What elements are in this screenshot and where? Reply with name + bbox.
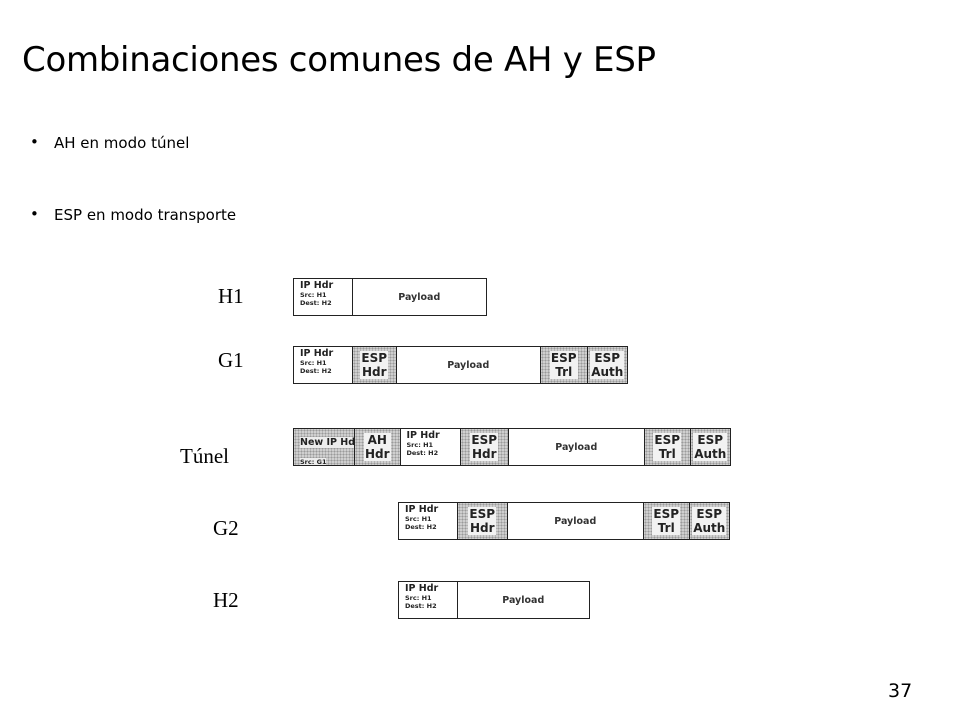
header-name: IP Hdr bbox=[300, 348, 334, 359]
row-label: H2 bbox=[213, 588, 239, 612]
header-address: Dest: H2 bbox=[405, 602, 437, 610]
row-label: G1 bbox=[218, 348, 244, 372]
payload-field: Payload bbox=[456, 581, 590, 619]
payload-field: Payload bbox=[395, 346, 541, 384]
slide-title: Combinaciones comunes de AH y ESP bbox=[22, 40, 656, 80]
header-name: New IP Hdr bbox=[300, 437, 354, 448]
page-number: 37 bbox=[888, 680, 913, 702]
header-name: IP Hdr bbox=[300, 280, 334, 291]
header-address: Src: H1 bbox=[300, 359, 327, 367]
header-address: Src: G1 bbox=[300, 458, 327, 466]
bullet-text: ESP en modo transporte bbox=[54, 206, 237, 224]
row-label: H1 bbox=[218, 284, 244, 308]
payload-field: Payload bbox=[351, 278, 487, 316]
header-address: Dest: H2 bbox=[405, 523, 437, 531]
header-address: Dest: H2 bbox=[406, 449, 439, 457]
payload-field: Payload bbox=[507, 428, 645, 466]
header-address: Src: H1 bbox=[300, 291, 327, 299]
bullet-text: AH en modo túnel bbox=[54, 134, 190, 152]
bullet-dot-icon: • bbox=[30, 205, 39, 223]
header-name: IP Hdr bbox=[405, 583, 439, 594]
payload-field: Payload bbox=[506, 502, 644, 540]
header-address: Src: H1 bbox=[405, 594, 432, 602]
header-address: Dest: H2 bbox=[300, 367, 332, 375]
header-address: Src: H1 bbox=[406, 441, 434, 449]
header-name: IP Hdr bbox=[406, 430, 440, 441]
row-label: G2 bbox=[213, 516, 239, 540]
bullet-dot-icon: • bbox=[30, 133, 39, 151]
header-name: IP Hdr bbox=[405, 504, 439, 515]
row-label: Túnel bbox=[180, 444, 229, 468]
header-address: Dest: H2 bbox=[300, 299, 332, 307]
header-address: Src: H1 bbox=[405, 515, 432, 523]
